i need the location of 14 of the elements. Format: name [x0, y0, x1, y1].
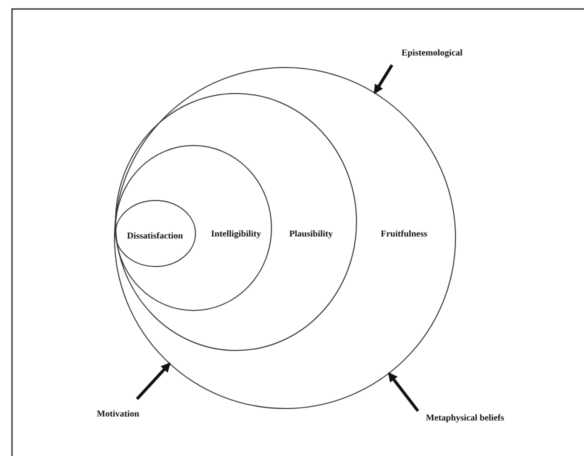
ellipse-region — [115, 200, 196, 267]
ellipse-region — [115, 145, 272, 311]
region-label: Fruitfulness — [380, 230, 428, 238]
ellipse-region — [115, 93, 357, 351]
influence-label: Motivation — [96, 410, 140, 418]
arrow — [374, 64, 394, 94]
ellipse-region — [114, 67, 456, 409]
influence-label: Metaphysical beliefs — [426, 414, 504, 422]
region-label: Plausibility — [289, 230, 333, 238]
influence-label: Epistemological — [402, 48, 462, 58]
region-label: Intelligibility — [211, 230, 261, 238]
region-label: Dissatisfaction — [127, 232, 183, 240]
arrow — [388, 372, 420, 412]
arrow — [136, 362, 171, 400]
